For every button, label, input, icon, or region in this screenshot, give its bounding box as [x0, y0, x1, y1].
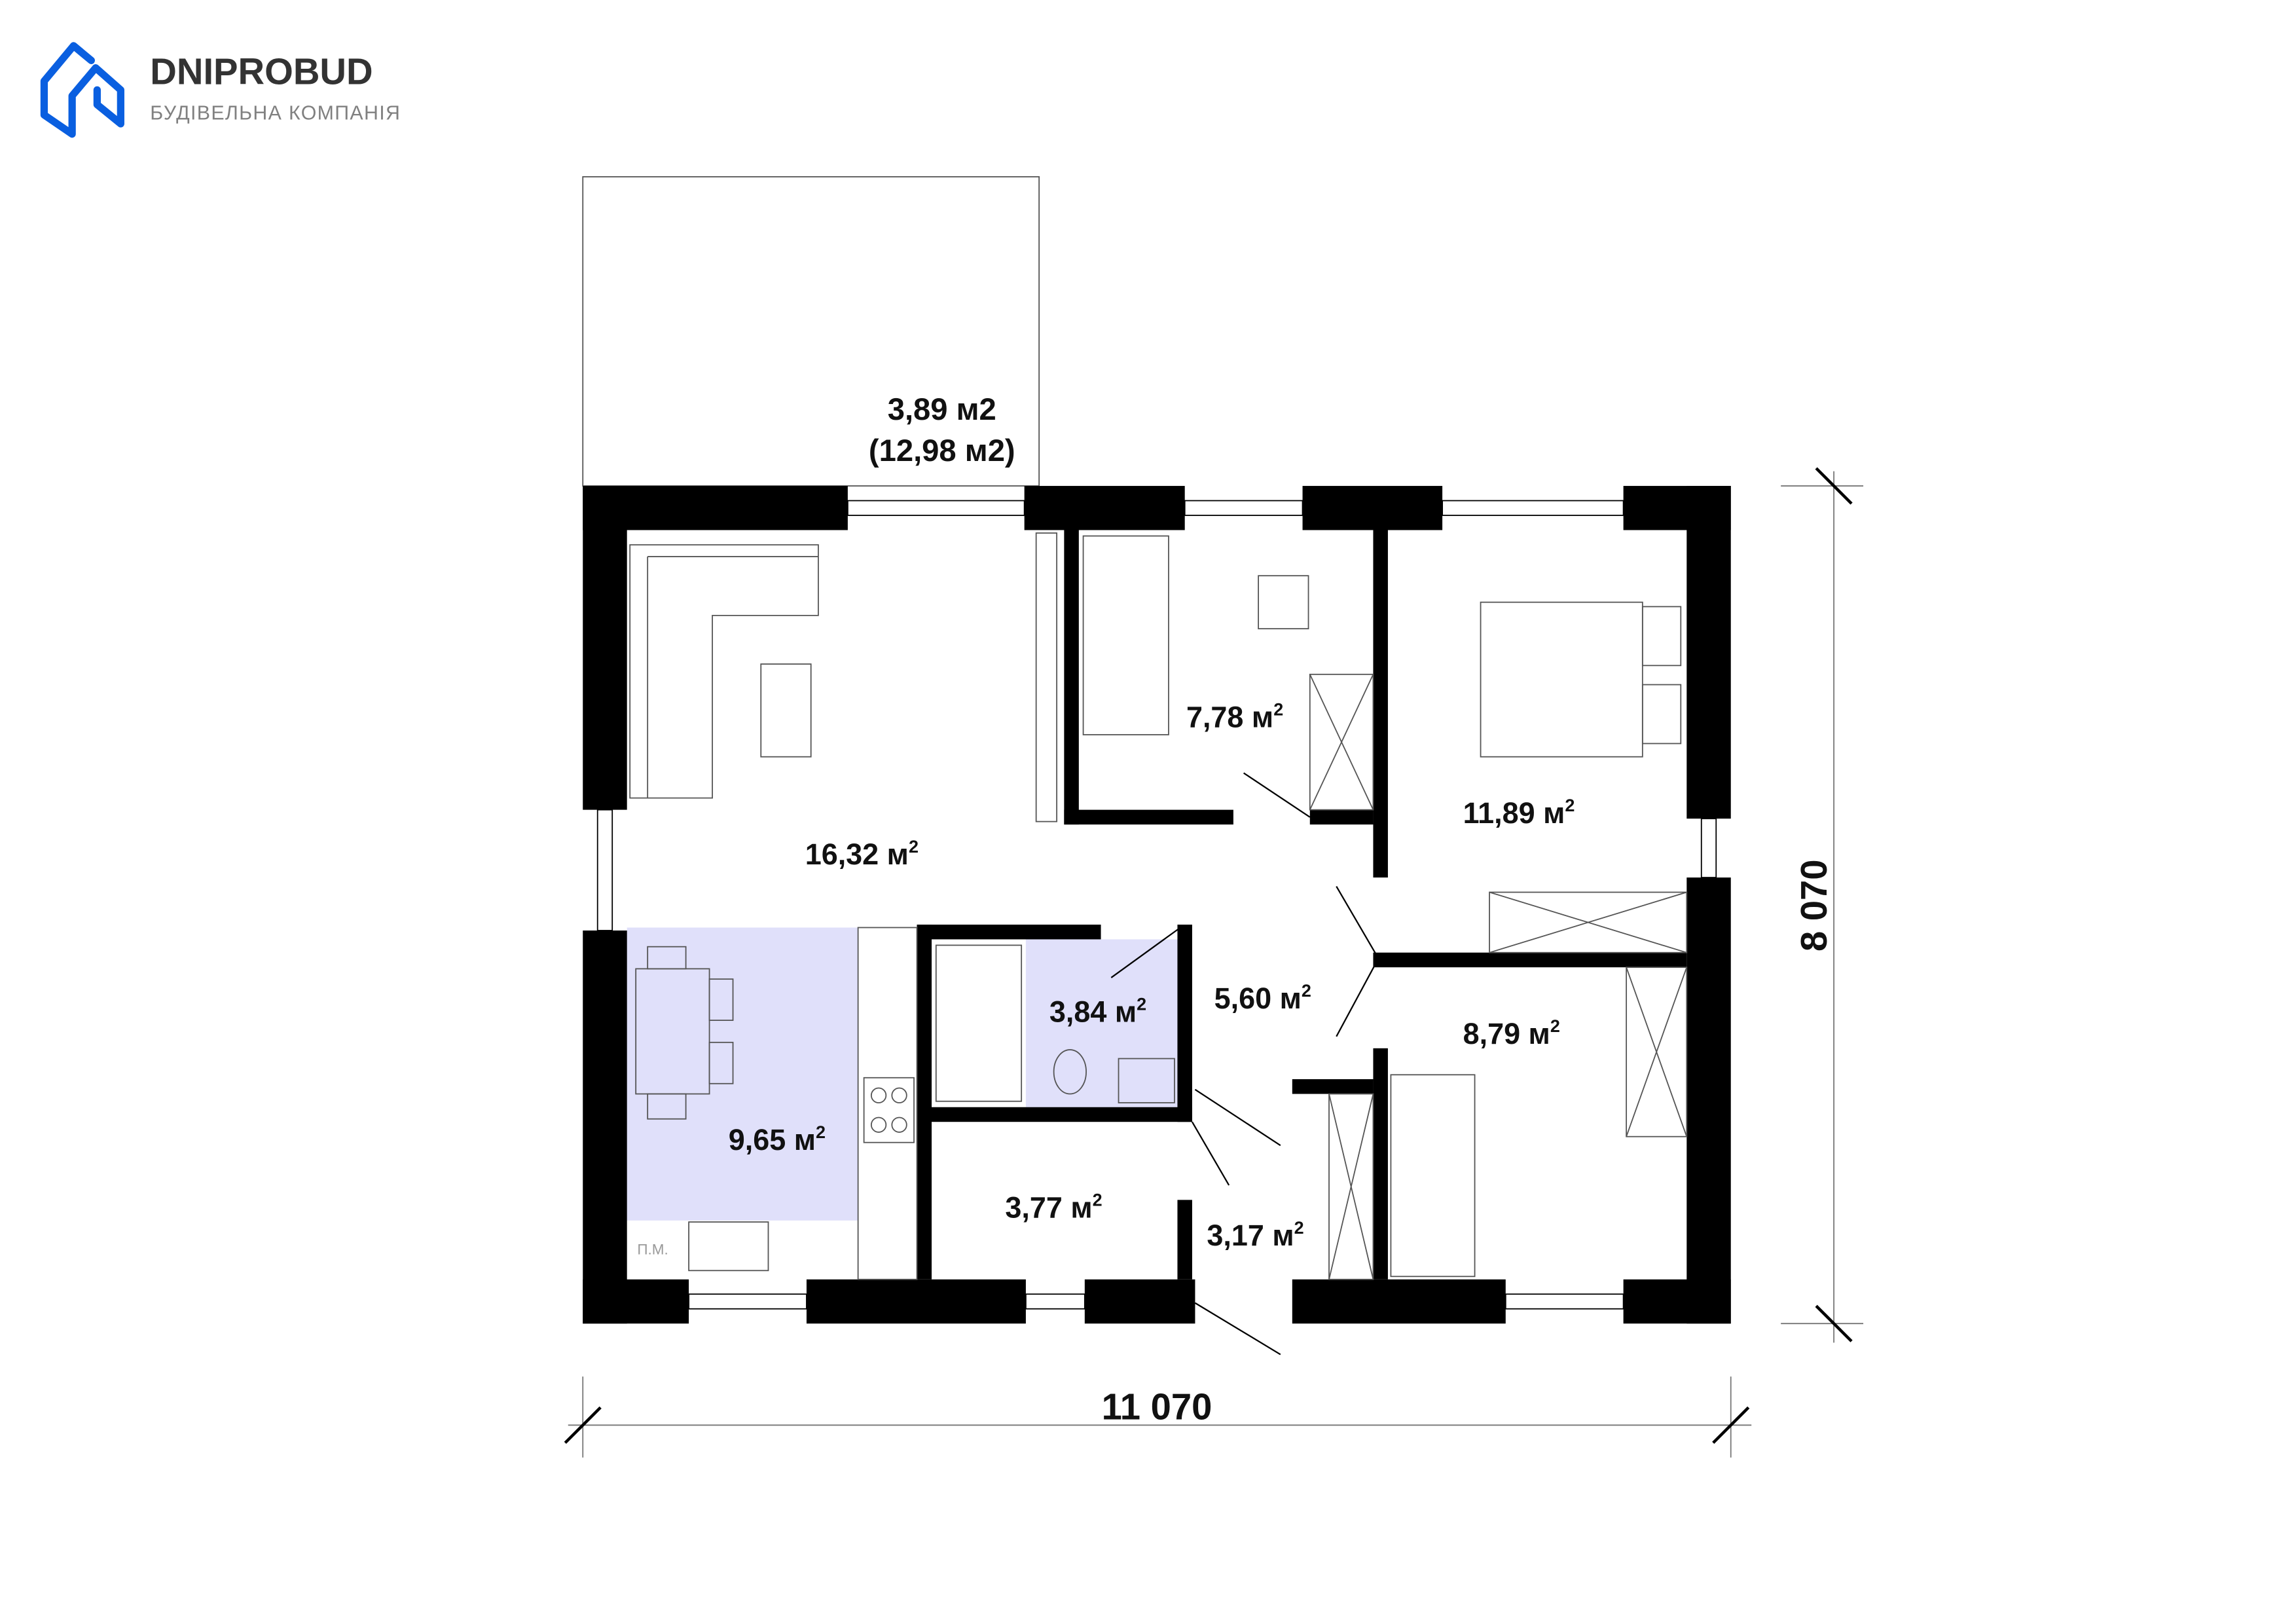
width-dimension: [564, 1376, 1752, 1458]
terrace-area: 3,89 м2: [888, 392, 996, 427]
room-area-living: 16,32 м2: [805, 837, 919, 871]
kitchen-sink: [688, 1221, 769, 1272]
room-area-bedroom-main: 11,89 м2: [1463, 796, 1575, 830]
room-area-bedroom-small: 7,78 м2: [1186, 700, 1283, 734]
wardrobe-hall: [1328, 1093, 1374, 1280]
room-area-hall: 5,60 м2: [1214, 981, 1311, 1015]
width-dimension-label: 11 070: [1102, 1386, 1212, 1427]
depth-dimension-label: 8 070: [1793, 859, 1834, 951]
wardrobe-small: [1309, 673, 1374, 811]
room-area-boiler-room: 3,77 м2: [1005, 1190, 1102, 1224]
brand-name: DNIPROBUD: [150, 50, 373, 92]
door-swings: [1110, 772, 1379, 1356]
stove: [863, 1077, 915, 1143]
double-bed: [1480, 601, 1643, 758]
furniture: [629, 532, 1688, 1280]
walls: [583, 486, 1731, 1324]
terrace-area-total: (12,98 м2): [869, 434, 1015, 468]
brand-tagline: БУДІВЕЛЬНА КОМПАНІЯ: [150, 102, 401, 124]
room-area-bedroom-office: 8,79 м2: [1463, 1016, 1560, 1050]
tv-unit: [1035, 532, 1058, 822]
bathtub: [935, 944, 1023, 1102]
sink: [1118, 1058, 1175, 1103]
bed-small: [1082, 535, 1169, 735]
coffee-table: [760, 663, 812, 758]
wardrobe-main: [1489, 891, 1688, 953]
depth-dimension: [1781, 467, 1864, 1343]
wardrobe-office: [1626, 967, 1688, 1137]
room-labels: 16,32 м2 7,78 м2 11,89 м2 5,60 м2 3,84 м…: [729, 700, 1575, 1252]
bathroom-floor: [1025, 939, 1178, 1107]
room-area-bathroom: 3,84 м2: [1049, 994, 1146, 1028]
desk-chair: [1258, 575, 1309, 630]
bed-office: [1390, 1074, 1476, 1278]
room-area-entrance: 3,17 м2: [1207, 1218, 1303, 1252]
brand-logo: DNIPROBUD БУДІВЕЛЬНА КОМПАНІЯ: [40, 42, 401, 138]
kitchen-counter: [857, 927, 918, 1280]
sofa: [629, 544, 819, 799]
toilet: [1053, 1049, 1087, 1095]
room-area-kitchen: 9,65 м2: [729, 1122, 826, 1156]
house-logo-icon: [40, 42, 124, 138]
fridge-label: П.М.: [637, 1242, 668, 1258]
kitchen-floor: [627, 927, 858, 1221]
